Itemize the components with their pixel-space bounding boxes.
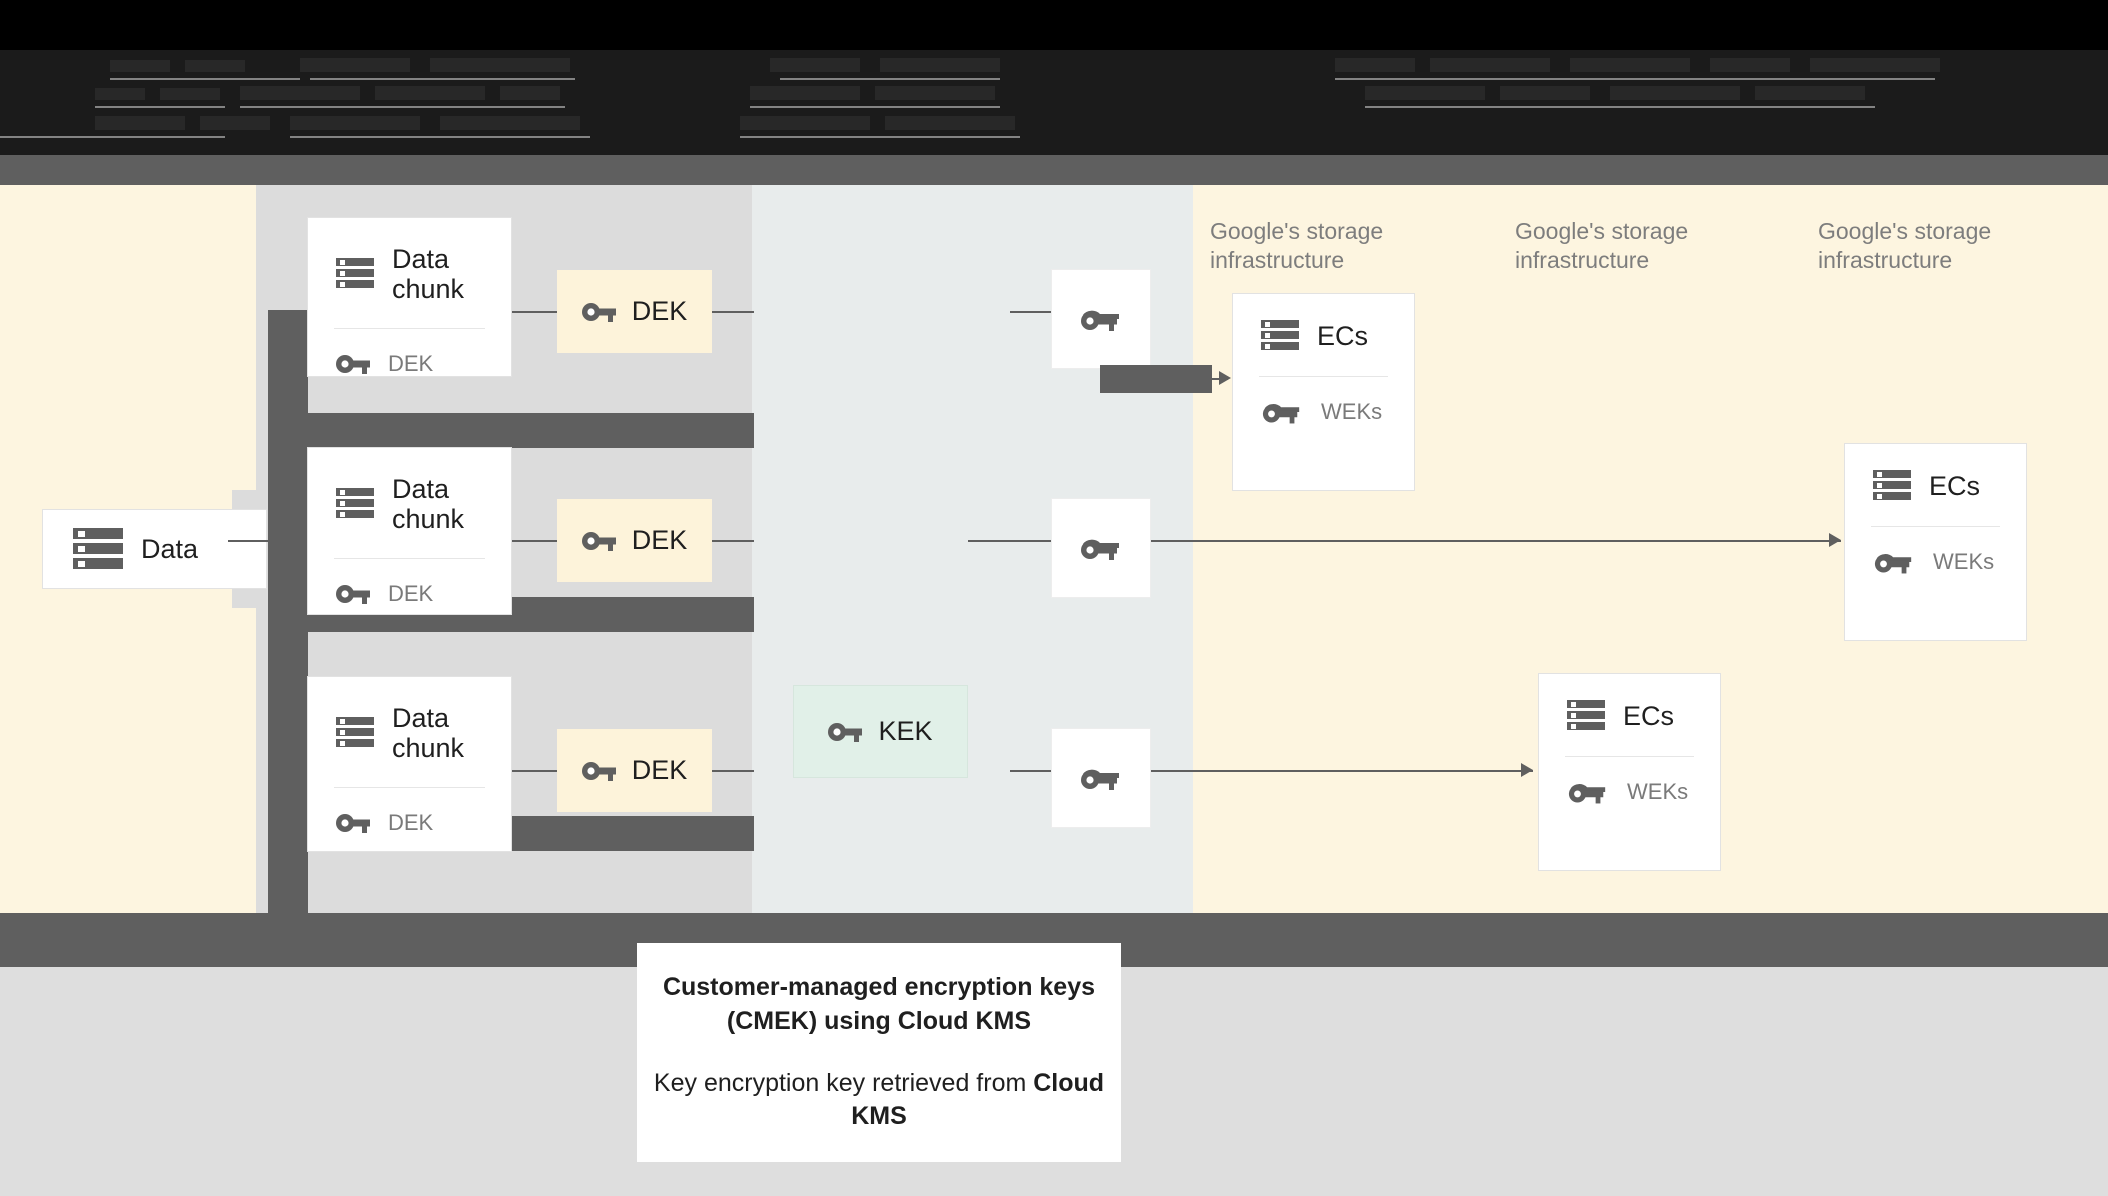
ecs-card-1-key-label: WEKs [1321,399,1383,424]
key-icon [336,355,370,375]
double-key-icon [1081,539,1119,560]
divider [334,558,485,560]
ecs-card-2-key-label: WEKs [1933,549,1995,574]
divider [1259,376,1388,377]
caption-line-2: Key encryption key retrieved from Cloud … [637,1067,1121,1135]
chunk-card-2-key-row: DEK [308,559,511,631]
wire-data-to-splitter [228,540,302,542]
splitter-trunk [268,310,308,955]
divider [334,328,485,330]
key-icon [336,814,370,834]
chunk-card-3-title: Data chunk [392,703,465,764]
diagram-canvas: Data Data chunk DEK Data chunk [0,185,2108,955]
server-icon [336,717,374,749]
wek-box-3[interactable] [1051,728,1151,828]
dek-chip-3-label: DEK [631,755,688,785]
ecs-card-1[interactable]: ECs WEKs [1232,293,1415,491]
divider [334,787,485,789]
arrow-ecs2 [1829,533,1841,547]
dek-chip-2-label: DEK [631,525,688,555]
ecs-card-1-title: ECs [1317,320,1369,351]
ecs-card-2[interactable]: ECs WEKs [1844,443,2027,641]
caption-line-2-bold: Cloud KMS [851,1068,1105,1131]
chunk-card-3[interactable]: Data chunk DEK [307,676,512,852]
server-icon [1261,320,1299,352]
data-source-card[interactable]: Data [42,509,267,589]
wire-dek1-out [712,311,754,313]
chunk-card-2-key-label: DEK [388,581,434,607]
dek-chip-1-label: DEK [631,296,688,326]
server-icon [73,528,123,570]
wire-chunk1-dek1 [512,311,557,313]
kek-chip[interactable]: KEK [793,685,968,778]
infra-label-3: Google's storage infrastructure [1818,218,1992,273]
ecs-card-1-header: ECs [1233,294,1414,352]
divider [1871,526,2000,527]
wire-to-wek1 [1010,311,1058,313]
chunk-card-1-header: Data chunk [308,218,511,304]
double-key-icon [1262,404,1300,424]
data-source-label: Data [141,533,199,564]
ecs-card-3-key-row: WEKs [1539,757,1720,829]
dek-chip-3[interactable]: DEK [557,729,712,812]
server-icon [336,488,374,520]
server-icon [336,258,374,290]
chunk-card-1-title: Data chunk [392,244,465,305]
key-icon [828,722,863,742]
key-icon [336,585,370,605]
chunk-card-3-header: Data chunk [308,677,511,763]
ecs-card-2-key-row: WEKs [1845,527,2026,599]
wire-kek-out [968,540,1058,542]
chunk-card-2-title: Data chunk [392,474,465,535]
divider [1565,756,1694,757]
splitter-branch-1 [268,413,754,448]
wire-chunk3-dek3 [512,770,557,772]
wire-wek3-ecs3 [1151,770,1533,772]
ecs-card-1-key-row: WEKs [1233,377,1414,449]
chunk-card-3-key-label: DEK [388,810,434,836]
ecs-card-3-header: ECs [1539,674,1720,732]
infra-label-2: Google's storage infrastructure [1515,218,1689,273]
arrow-ecs3 [1521,763,1533,777]
chunk-card-3-key-row: DEK [308,788,511,860]
wire-chunk2-dek2 [512,540,557,542]
key-icon [581,531,616,551]
ecs-card-2-header: ECs [1845,444,2026,502]
top-obscured-text-area [0,50,2108,170]
chunk-card-1-key-row: DEK [308,329,511,401]
double-key-icon [1874,554,1912,574]
wire-wek1-ecs1 [1180,378,1228,380]
arrow-ecs1 [1219,371,1231,385]
key-icon [581,761,616,781]
dek-chip-1[interactable]: DEK [557,270,712,353]
caption-line-1: Customer-managed encryption keys (CMEK) … [662,973,1096,1035]
server-icon [1873,470,1911,502]
chunk-card-2-header: Data chunk [308,448,511,534]
chunk-card-2[interactable]: Data chunk DEK [307,447,512,615]
dek-chip-2[interactable]: DEK [557,499,712,582]
double-key-icon [1081,310,1119,331]
wek-box-2[interactable] [1051,498,1151,598]
chunk-card-1-key-label: DEK [388,351,434,377]
server-icon [1567,700,1605,732]
wek-box-1[interactable] [1051,269,1151,369]
top-black-bar [0,0,2108,50]
wire-dek3-out [712,770,754,772]
ecs-card-3-key-label: WEKs [1627,779,1689,804]
double-key-icon [1081,769,1119,790]
caption-line-2-prefix: Key encryption key retrieved from [653,1068,1034,1097]
wire-to-wek3 [1010,770,1058,772]
chunk-card-1[interactable]: Data chunk DEK [307,217,512,377]
top-gray-separator [0,155,2108,185]
ecs-card-2-title: ECs [1929,470,1981,501]
ecs-card-3-title: ECs [1623,700,1675,731]
wire-wek2-ecs2 [1151,540,1841,542]
ecs-card-3[interactable]: ECs WEKs [1538,673,1721,871]
infra-label-1: Google's storage infrastructure [1210,218,1384,273]
double-key-icon [1568,784,1606,804]
wire-dek2-out [712,540,754,542]
key-icon [581,302,616,322]
caption-box: Customer-managed encryption keys (CMEK) … [637,943,1121,1162]
kek-chip-label: KEK [878,716,933,746]
